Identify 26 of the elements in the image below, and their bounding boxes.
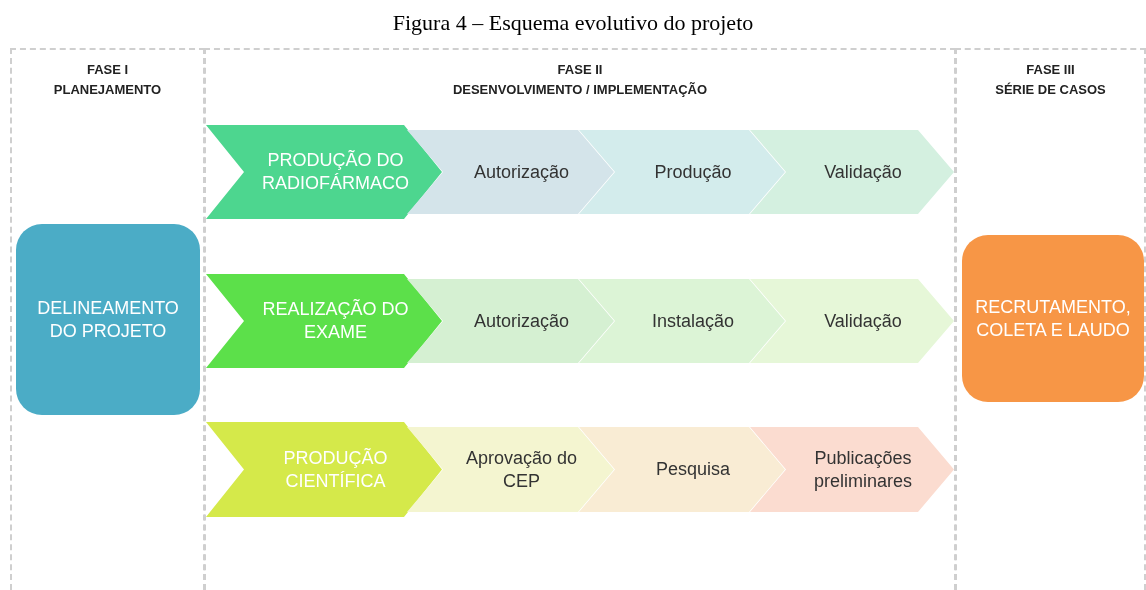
chevron-label: Publicações preliminares	[812, 446, 913, 493]
phase-heading: DESENVOLVIMENTO / IMPLEMENTAÇÃO	[451, 81, 709, 99]
phase-box	[962, 235, 1144, 402]
chevron-label: REALIZAÇÃO DO EXAME	[261, 298, 410, 344]
chevron-label: Autorização	[473, 160, 570, 184]
chevron-label: Validação	[824, 309, 902, 333]
phase-heading: PLANEJAMENTO	[52, 81, 163, 99]
phase-column	[955, 48, 1146, 590]
phase-heading: FASE I	[85, 61, 130, 79]
phase-box	[16, 224, 200, 415]
chevron-label: Pesquisa	[655, 458, 731, 481]
node-label: RECRUTAMENTO, COLETA E LAUDO	[974, 295, 1132, 342]
figure-title: Figura 4 – Esquema evolutivo do projeto	[391, 10, 755, 36]
chevron-label: Aprovação do CEP	[464, 446, 579, 493]
phase-heading: FASE III	[1025, 61, 1076, 79]
phase-column	[204, 48, 956, 590]
phase-heading: SÉRIE DE CASOS	[994, 81, 1107, 99]
phase-heading: FASE II	[556, 61, 604, 79]
phase-column	[10, 48, 205, 590]
chevron-label: Produção	[654, 160, 732, 184]
chevron-label: Autorização	[473, 309, 570, 333]
chevron-label: Instalação	[651, 309, 735, 333]
chevron-label: Validação	[824, 160, 902, 184]
node-label: DELINEAMENTO DO PROJETO	[36, 296, 180, 343]
chevron-label: PRODUÇÃO CIENTÍFICA	[282, 446, 389, 493]
chevron-label: PRODUÇÃO DO RADIOFÁRMACO	[261, 149, 410, 195]
